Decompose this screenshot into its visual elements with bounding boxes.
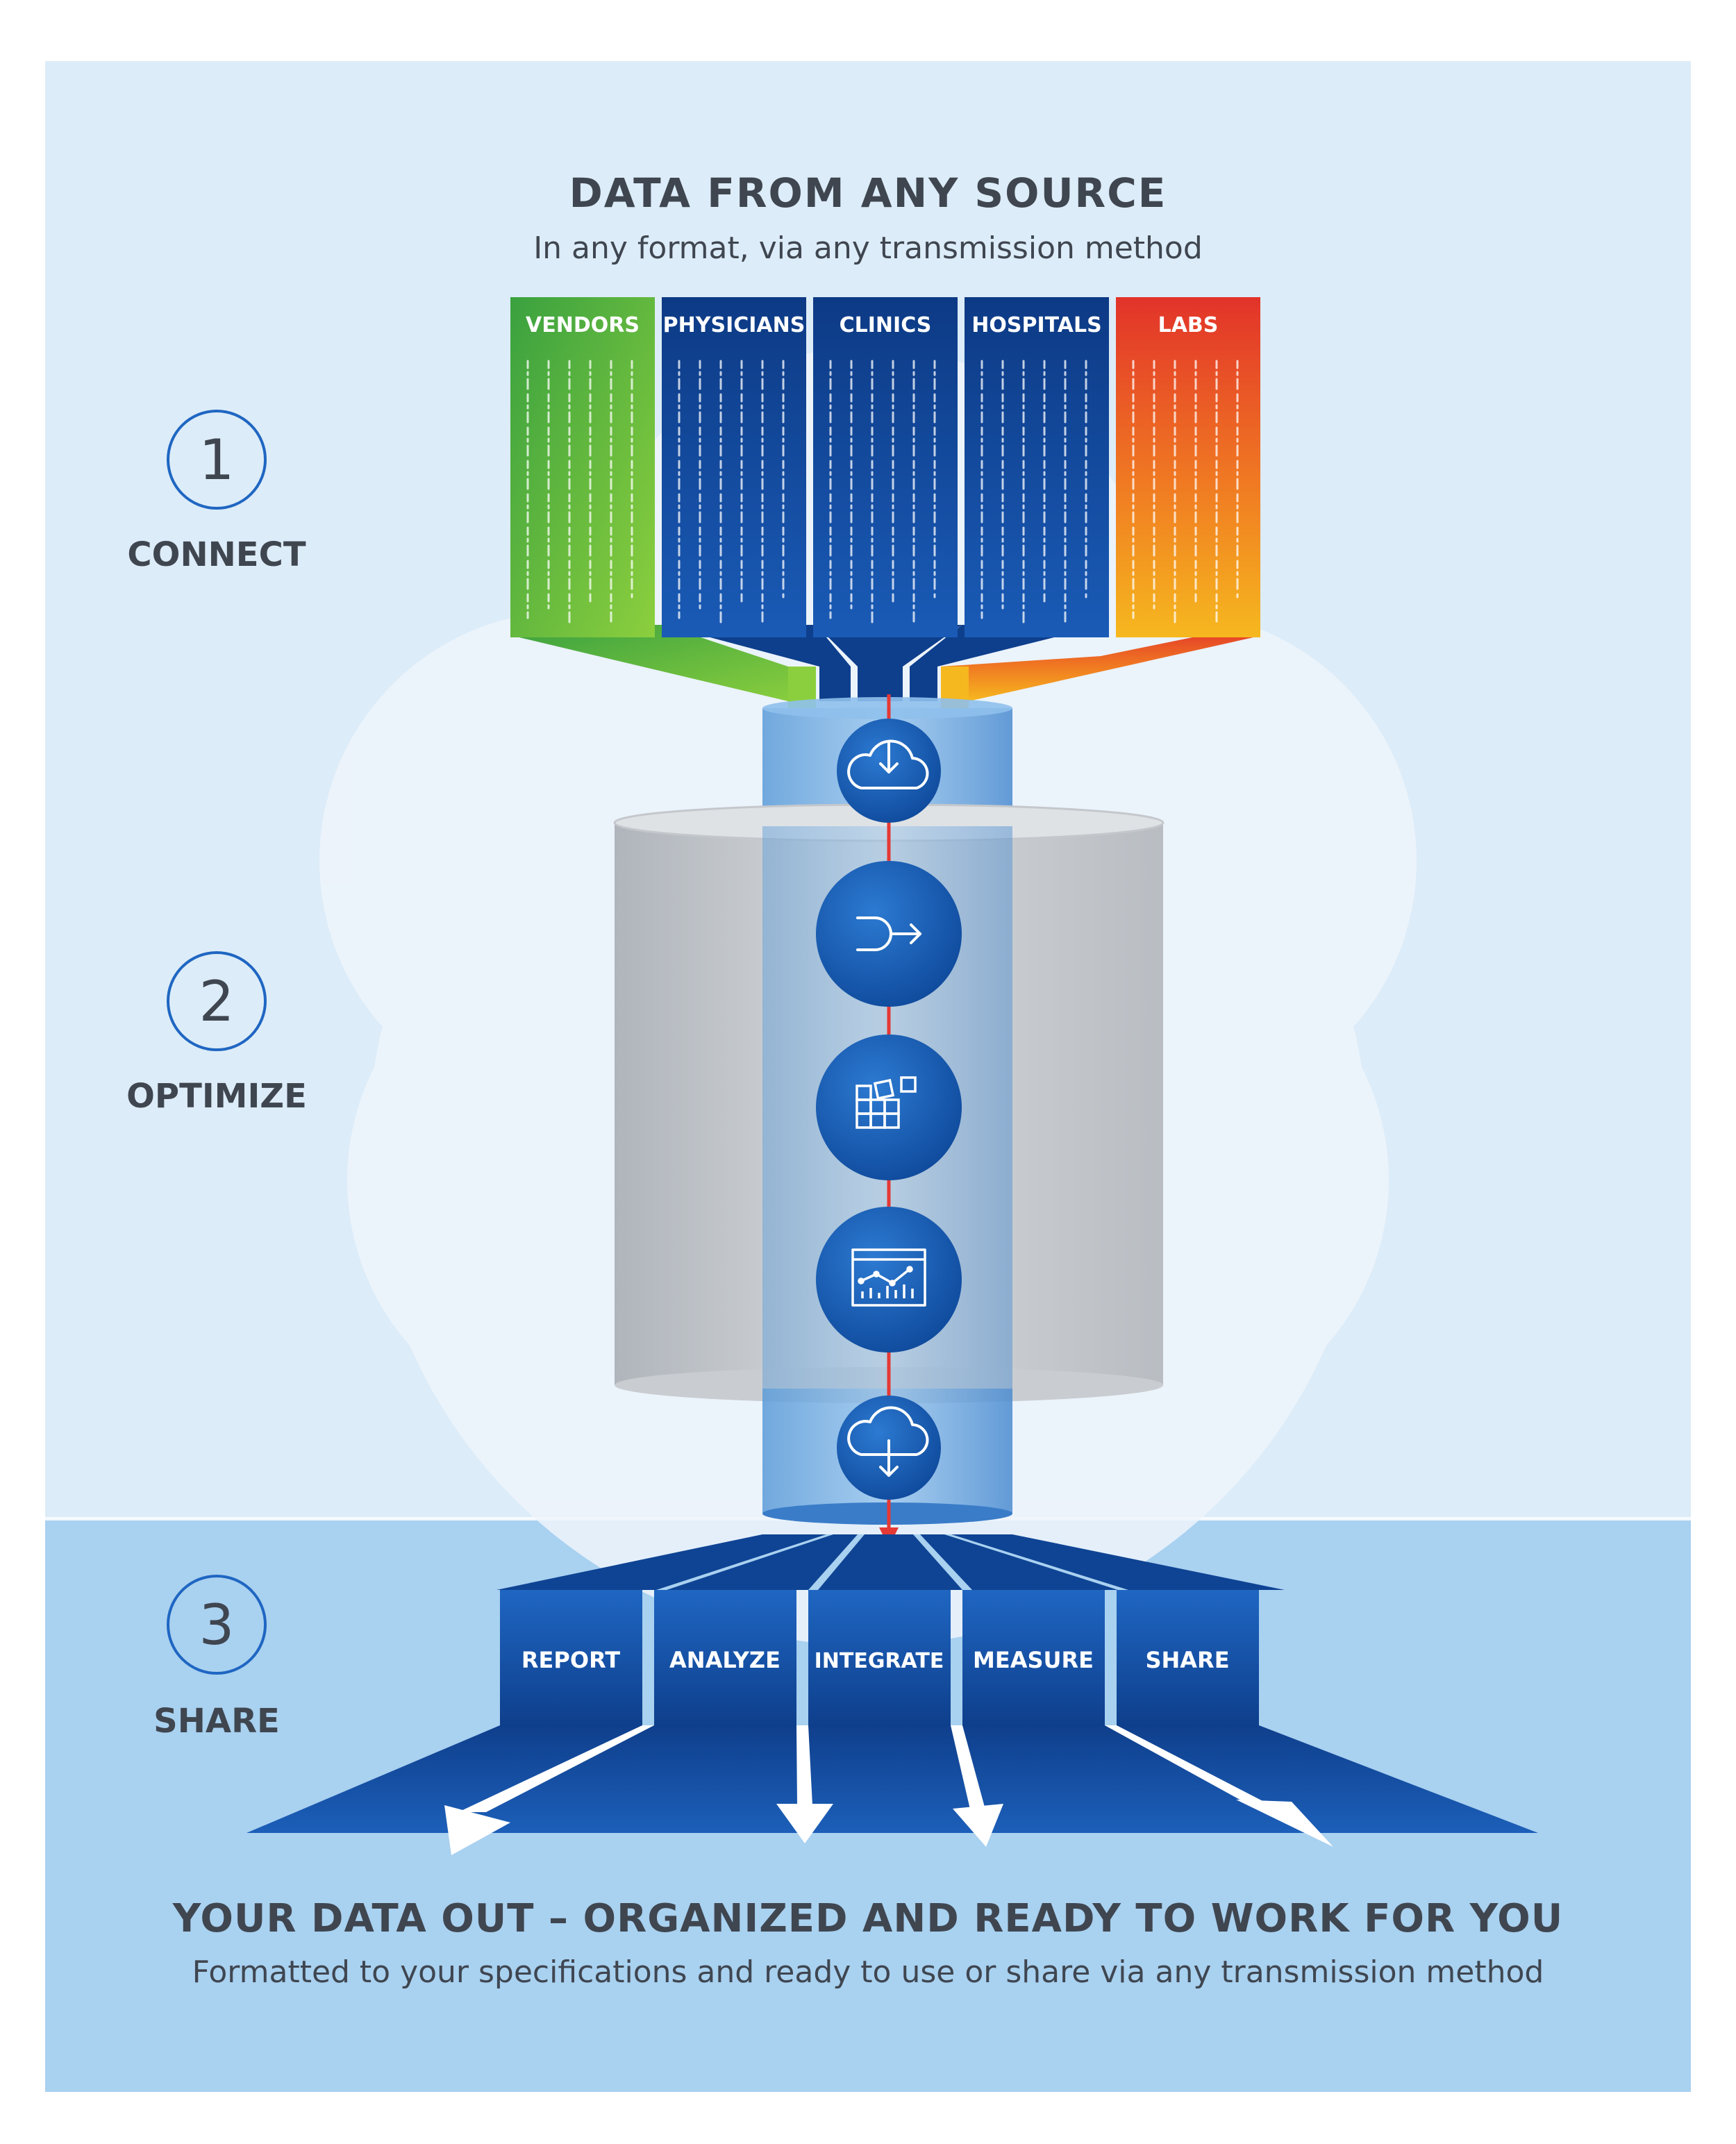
analytics-chart-icon: [851, 1248, 926, 1307]
merge-arrow-icon: [856, 916, 921, 951]
step-label-connect: CONNECT: [127, 535, 306, 574]
source-box-labs: [1116, 297, 1260, 637]
source-label-physicians: PHYSICIANS: [663, 313, 806, 337]
output-box-integrate: [808, 1590, 951, 1725]
output-fan: [496, 1534, 1285, 1590]
header-subtitle: In any format, via any transmission meth…: [533, 231, 1203, 266]
footer-subtitle: Formatted to your specifications and rea…: [192, 1954, 1544, 1990]
output-floor: [247, 1725, 1538, 1855]
output-label-report: REPORT: [521, 1647, 620, 1673]
output-box-analyze: [654, 1590, 796, 1725]
source-box-vendors: [510, 297, 655, 637]
source-box-clinics: [813, 297, 958, 637]
source-columns: VENDORS PHYSICIANS CLINICS HOSPITALS LAB…: [510, 297, 1260, 708]
footer-title: YOUR DATA OUT – ORGANIZED AND READY TO W…: [172, 1896, 1563, 1941]
output-arrow-3: [953, 1804, 1003, 1847]
clinics-funnel: [816, 625, 962, 701]
source-label-labs: LABS: [1158, 313, 1219, 337]
step-marker-connect: 1 CONNECT: [127, 410, 306, 574]
source-label-clinics: CLINICS: [840, 313, 932, 337]
step-marker-optimize: 2 OPTIMIZE: [126, 951, 307, 1116]
vendors-funnel: [510, 625, 816, 701]
source-label-vendors: VENDORS: [526, 313, 640, 337]
process-step-4: [816, 1207, 962, 1352]
header-title: DATA FROM ANY SOURCE: [569, 169, 1167, 217]
output-box-share: [1117, 1590, 1259, 1725]
source-box-hospitals: [965, 297, 1109, 637]
output-arrow-4: [1236, 1800, 1333, 1847]
cloud-download-icon: [847, 1406, 929, 1477]
output-box-report: [500, 1590, 642, 1725]
cloud-upload-icon: [847, 739, 929, 789]
output-arrow-2: [776, 1804, 833, 1843]
source-label-hospitals: HOSPITALS: [971, 313, 1101, 337]
process-step-5: [837, 1396, 941, 1500]
step-label-optimize: OPTIMIZE: [126, 1077, 307, 1116]
step-label-share: SHARE: [153, 1702, 280, 1741]
step-number-2: 2: [199, 969, 235, 1034]
hospitals-funnel: [910, 625, 1104, 701]
output-label-share: SHARE: [1145, 1647, 1229, 1673]
output-label-measure: MEASURE: [973, 1647, 1094, 1673]
process-step-1: [837, 719, 941, 823]
output-label-integrate: INTEGRATE: [815, 1649, 944, 1673]
physicians-funnel: [663, 625, 851, 701]
source-box-physicians: [662, 297, 806, 637]
output-box-measure: [962, 1590, 1105, 1725]
code-texture: [526, 360, 1239, 626]
process-step-3: [816, 1035, 962, 1180]
grid-blocks-icon: [856, 1076, 917, 1129]
labs-funnel: [941, 625, 1253, 701]
output-label-analyze: ANALYZE: [669, 1647, 781, 1673]
step-number-3: 3: [199, 1593, 235, 1657]
step-marker-share: 3 SHARE: [153, 1575, 280, 1741]
output-boxes: REPORT ANALYZE INTEGRATE MEASURE SHARE: [500, 1590, 1259, 1725]
process-step-2: [816, 861, 962, 1007]
output-arrow-1: [444, 1805, 510, 1855]
step-number-1: 1: [199, 428, 235, 492]
